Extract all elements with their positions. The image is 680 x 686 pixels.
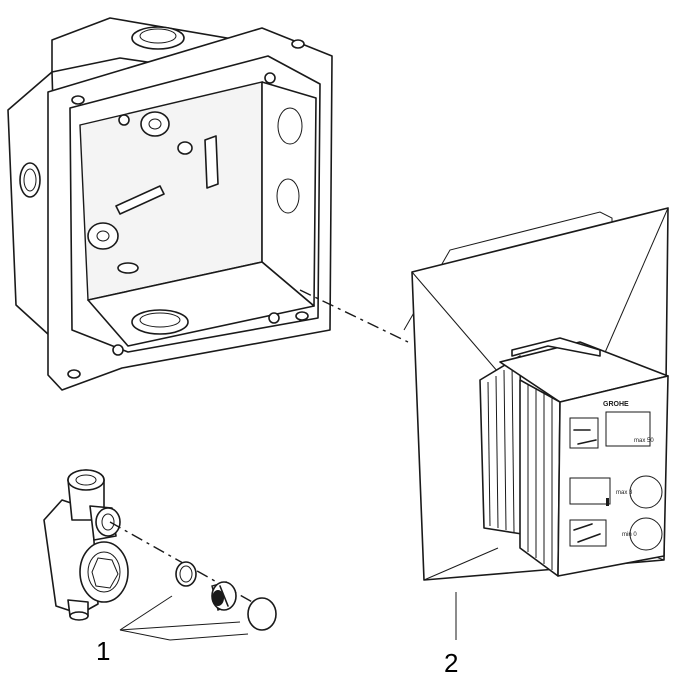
seal-disk: [247, 597, 277, 631]
valve-axis-line: [109, 521, 271, 613]
max-3-label: max 3: [616, 490, 633, 496]
valve-assembly: [43, 469, 129, 621]
assembly-axis-line: [299, 289, 409, 343]
callout-2: 2: [444, 648, 458, 678]
max-50-label: max 50: [634, 438, 654, 444]
electronic-module: GROHE max 50 max 3 min 0: [479, 337, 669, 577]
min-0-label: min 0: [622, 532, 637, 538]
screw-plug: [211, 581, 237, 611]
o-ring: [175, 561, 197, 587]
callout-leader-1: [119, 595, 249, 641]
flush-mounting-box: [7, 17, 333, 391]
callout-1: 1: [96, 636, 110, 666]
brand-label: GROHE: [603, 401, 629, 408]
